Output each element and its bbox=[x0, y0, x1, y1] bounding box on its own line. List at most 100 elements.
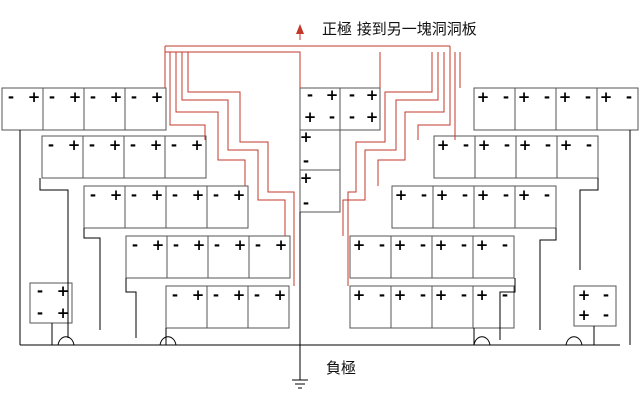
cell-terminal-label: - bbox=[349, 108, 355, 126]
cell-terminal-label: + bbox=[477, 88, 490, 106]
cell-terminal-label: + bbox=[57, 304, 70, 322]
left-row-1-cell bbox=[124, 87, 167, 131]
cell-terminal-label: - bbox=[420, 286, 426, 304]
cell-terminal-label: + bbox=[300, 169, 313, 187]
right-row-2-cell bbox=[556, 135, 599, 179]
cell-terminal-label: + bbox=[304, 108, 317, 126]
right-row-2-cell bbox=[474, 135, 517, 179]
cell-terminal-label: + bbox=[68, 136, 81, 154]
cell-terminal-label: - bbox=[255, 236, 261, 254]
cell-terminal-label: - bbox=[37, 282, 43, 300]
right-row-1-cell bbox=[555, 87, 598, 131]
cell-terminal-label: + bbox=[559, 88, 572, 106]
cell-terminal-label: + bbox=[600, 88, 613, 106]
cell-terminal-label: + bbox=[192, 186, 205, 204]
cell-terminal-label: + bbox=[578, 286, 591, 304]
negative-wire bbox=[159, 336, 177, 346]
cell-terminal-label: - bbox=[626, 88, 632, 106]
cell-terminal-label: - bbox=[544, 88, 550, 106]
cell-terminal-label: + bbox=[437, 136, 450, 154]
cell-terminal-label: + bbox=[366, 86, 379, 104]
cell-terminal-label: - bbox=[461, 286, 467, 304]
cell-terminal-label: + bbox=[395, 186, 408, 204]
left-pair-cell bbox=[29, 282, 73, 324]
cell-terminal-label: + bbox=[110, 186, 123, 204]
cell-terminal-label: + bbox=[519, 136, 532, 154]
left-row-1-cell bbox=[42, 87, 85, 131]
right-row-5-cell bbox=[472, 285, 515, 329]
left-row-5-cell bbox=[206, 285, 249, 329]
cell-terminal-label: - bbox=[461, 236, 467, 254]
cell-terminal-label: - bbox=[504, 136, 510, 154]
cell-terminal-label: + bbox=[518, 88, 531, 106]
positive-wire bbox=[181, 52, 286, 236]
left-row-1-cell bbox=[83, 87, 126, 131]
cell-terminal-label: + bbox=[152, 236, 165, 254]
cell-terminal-label: + bbox=[110, 88, 123, 106]
left-row-2-cell bbox=[41, 135, 84, 179]
cell-terminal-label: - bbox=[49, 88, 55, 106]
cell-terminal-label: - bbox=[214, 236, 220, 254]
positive-wire bbox=[175, 52, 246, 186]
negative-wire bbox=[499, 278, 516, 340]
right-row-4-cell bbox=[472, 235, 515, 279]
cell-terminal-label: - bbox=[503, 186, 509, 204]
negative-wire bbox=[579, 178, 599, 270]
negative-wire bbox=[83, 228, 101, 330]
cell-terminal-label: - bbox=[130, 136, 136, 154]
cell-terminal-label: + bbox=[560, 136, 573, 154]
cell-terminal-label: - bbox=[303, 194, 309, 212]
negative-wire bbox=[473, 336, 491, 346]
cell-terminal-label: - bbox=[303, 152, 309, 170]
right-row-3-cell bbox=[432, 185, 475, 229]
cell-terminal-label: - bbox=[172, 286, 178, 304]
center-cell bbox=[299, 169, 341, 213]
negative-terminal-label: 負極 bbox=[326, 359, 357, 377]
cell-terminal-label: + bbox=[150, 136, 163, 154]
cell-terminal-label: - bbox=[462, 186, 468, 204]
cell-terminal-label: - bbox=[421, 186, 427, 204]
right-row-4-cell bbox=[431, 235, 474, 279]
cell-terminal-label: + bbox=[233, 286, 246, 304]
left-row-3-cell bbox=[83, 185, 126, 229]
positive-terminal-label: 正極 接到另一塊洞洞板 bbox=[322, 20, 477, 38]
cell-terminal-label: - bbox=[603, 286, 609, 304]
cell-terminal-label: + bbox=[69, 88, 82, 106]
cell-terminal-label: + bbox=[193, 236, 206, 254]
cell-terminal-label: - bbox=[131, 88, 137, 106]
cell-terminal-label: - bbox=[90, 186, 96, 204]
cell-terminal-label: - bbox=[48, 136, 54, 154]
cell-terminal-label: + bbox=[394, 286, 407, 304]
negative-wire bbox=[57, 336, 75, 346]
right-row-5-cell bbox=[431, 285, 474, 329]
cell-terminal-label: + bbox=[151, 88, 164, 106]
cell-terminal-label: + bbox=[435, 286, 448, 304]
cell-terminal-label: + bbox=[353, 286, 366, 304]
cell-terminal-label: + bbox=[366, 108, 379, 126]
left-row-2-cell bbox=[82, 135, 125, 179]
cell-terminal-label: - bbox=[8, 88, 14, 106]
positive-wire bbox=[377, 52, 445, 186]
center-cell bbox=[299, 129, 341, 171]
right-row-5-cell bbox=[349, 285, 392, 329]
cell-terminal-label: - bbox=[463, 136, 469, 154]
left-row-1-cell bbox=[1, 87, 44, 131]
left-row-2-cell bbox=[123, 135, 166, 179]
positive-wire bbox=[187, 52, 295, 286]
cell-terminal-label: - bbox=[585, 88, 591, 106]
cell-terminal-label: + bbox=[191, 136, 204, 154]
cell-terminal-label: - bbox=[172, 186, 178, 204]
cell-terminal-label: + bbox=[394, 236, 407, 254]
cell-terminal-label: - bbox=[586, 136, 592, 154]
cell-terminal-label: + bbox=[234, 236, 247, 254]
cell-terminal-label: + bbox=[478, 136, 491, 154]
cell-terminal-label: + bbox=[109, 136, 122, 154]
cell-terminal-label: + bbox=[233, 186, 246, 204]
positive-wire bbox=[417, 46, 451, 140]
cell-terminal-label: - bbox=[171, 136, 177, 154]
left-row-4-cell bbox=[248, 235, 291, 279]
right-row-1-cell bbox=[514, 87, 557, 131]
cell-terminal-label: - bbox=[420, 236, 426, 254]
right-pair-cell bbox=[573, 285, 617, 327]
